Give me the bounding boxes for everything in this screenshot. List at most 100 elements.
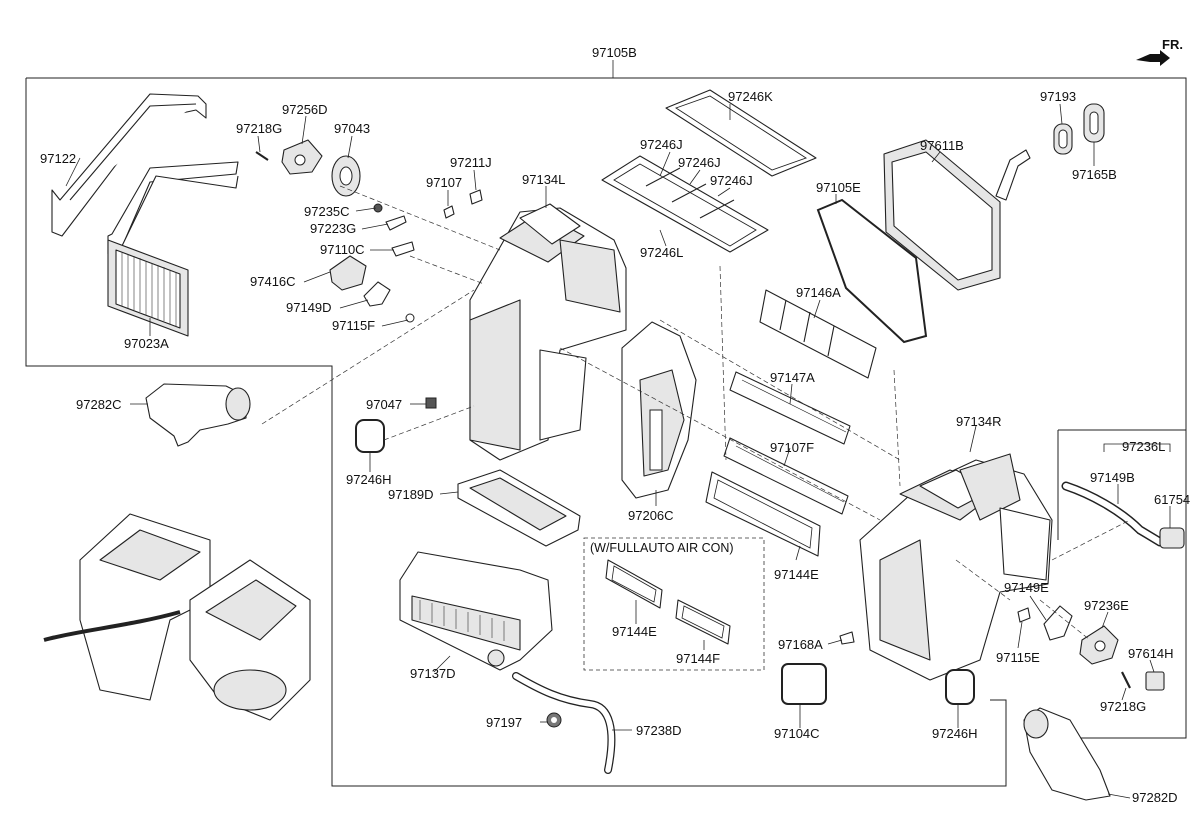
label-97122: 97122 bbox=[40, 151, 76, 166]
label-97134L: 97134L bbox=[522, 172, 565, 187]
label-97107F: 97107F bbox=[770, 440, 814, 455]
clip-97047 bbox=[425, 397, 437, 409]
label-97043: 97043 bbox=[334, 121, 370, 136]
door-97144E-right bbox=[705, 471, 821, 557]
label-97218G-bottom: 97218G bbox=[1100, 699, 1146, 714]
heater-core bbox=[107, 239, 189, 337]
door-97146A bbox=[759, 289, 877, 379]
label-97189D: 97189D bbox=[388, 487, 434, 502]
label-97168A: 97168A bbox=[778, 637, 823, 652]
label-97023A: 97023A bbox=[124, 336, 169, 351]
clip-97107 bbox=[443, 205, 455, 219]
label-97282D: 97282D bbox=[1132, 790, 1178, 805]
evaporator-97611B bbox=[883, 139, 1031, 291]
label-97218G-top: 97218G bbox=[236, 121, 282, 136]
label-97235C: 97235C bbox=[304, 204, 350, 219]
fullauto-group-box bbox=[583, 537, 765, 671]
actuator-97256D bbox=[281, 139, 323, 175]
label-97611B: 97611B bbox=[920, 138, 964, 153]
front-arrow-icon bbox=[1136, 50, 1170, 66]
label-97206C: 97206C bbox=[628, 508, 674, 523]
tray-97189D bbox=[457, 469, 581, 547]
motor-97043 bbox=[331, 155, 361, 197]
seal-97246H-left bbox=[355, 419, 385, 453]
seal-97246H-right bbox=[945, 669, 975, 705]
separator-97206C bbox=[621, 321, 697, 499]
label-97211J: 97211J bbox=[450, 155, 492, 170]
case-right-97134R bbox=[859, 453, 1053, 681]
seal-97104C bbox=[781, 663, 827, 705]
label-97137D: 97137D bbox=[410, 666, 456, 681]
screw-97218G-bottom bbox=[1121, 671, 1131, 689]
label-97246K: 97246K bbox=[728, 89, 773, 104]
label-97246H-left: 97246H bbox=[346, 472, 392, 487]
label-97246L: 97246L bbox=[640, 245, 683, 260]
clip-97211J bbox=[469, 189, 483, 205]
label-97236L: 97236L bbox=[1122, 439, 1165, 454]
label-97246J-a: 97246J bbox=[640, 137, 683, 152]
label-97614H: 97614H bbox=[1128, 646, 1174, 661]
filter-97246L bbox=[601, 155, 769, 253]
case-left-97134L bbox=[469, 203, 627, 461]
label-97134R: 97134R bbox=[956, 414, 1002, 429]
sensor-97614H bbox=[1145, 671, 1165, 691]
assembly-dash-lines bbox=[261, 185, 1131, 641]
label-97238D: 97238D bbox=[636, 723, 682, 738]
label-97110C: 97110C bbox=[320, 242, 365, 257]
leader-lines bbox=[65, 103, 1171, 799]
label-97146A: 97146A bbox=[796, 285, 841, 300]
label-97144E-right: 97144E bbox=[774, 567, 819, 582]
installed-hvac-unit bbox=[43, 513, 311, 721]
label-97105B: 97105B bbox=[592, 45, 637, 60]
label-97246H-right: 97246H bbox=[932, 726, 978, 741]
drain-hose-97238D bbox=[512, 672, 616, 774]
label-97197: 97197 bbox=[486, 715, 522, 730]
label-97147A: 97147A bbox=[770, 370, 815, 385]
link-97110C bbox=[391, 241, 415, 257]
duct-97282D bbox=[1023, 707, 1111, 801]
label-97416C: 97416C bbox=[250, 274, 296, 289]
label-97144F-box: 97144F bbox=[676, 651, 720, 666]
filter-97246K bbox=[665, 89, 817, 177]
label-97105E: 97105E bbox=[816, 180, 861, 195]
link-97223G bbox=[385, 215, 407, 231]
arm-97149E bbox=[1043, 605, 1073, 641]
label-97144E-box: 97144E bbox=[612, 624, 657, 639]
gasket-97165B bbox=[1083, 103, 1105, 143]
screw-97218G-top bbox=[255, 151, 269, 161]
pipe-97149B bbox=[1061, 481, 1165, 547]
heater-pipe-assembly bbox=[51, 93, 239, 257]
label-97149B: 97149B bbox=[1090, 470, 1135, 485]
arm-97149D bbox=[363, 281, 391, 307]
label-97149D: 97149D bbox=[286, 300, 332, 315]
door-97144E-box bbox=[605, 559, 663, 609]
label-97165B: 97165B bbox=[1072, 167, 1117, 182]
actuator-97416C bbox=[329, 255, 367, 291]
lower-case-97137D bbox=[399, 551, 553, 671]
label-97236E: 97236E bbox=[1084, 598, 1129, 613]
duct-97282C bbox=[145, 383, 251, 447]
front-label: FR. bbox=[1162, 37, 1183, 52]
clamp-97197 bbox=[546, 712, 562, 728]
label-97193: 97193 bbox=[1040, 89, 1076, 104]
part-labels: FR. 97105B 97122 97218G 97256D 97043 972… bbox=[40, 37, 1190, 805]
clip-97115F bbox=[405, 313, 415, 323]
label-97256D: 97256D bbox=[282, 102, 328, 117]
valve-61754 bbox=[1159, 527, 1185, 549]
label-97107: 97107 bbox=[426, 175, 462, 190]
actuator-97236E bbox=[1079, 625, 1119, 665]
label-97104C: 97104C bbox=[774, 726, 820, 741]
assembly-boundary bbox=[25, 60, 1187, 787]
door-97144F-box bbox=[675, 599, 731, 645]
gasket-97193 bbox=[1053, 123, 1073, 155]
label-97246J-c: 97246J bbox=[710, 173, 753, 188]
label-97282C: 97282C bbox=[76, 397, 122, 412]
clip-97168A bbox=[839, 631, 855, 645]
label-61754: 61754 bbox=[1154, 492, 1190, 507]
label-fullauto-group: (W/FULLAUTO AIR CON) bbox=[590, 541, 734, 555]
label-97115E: 97115E bbox=[996, 650, 1040, 665]
label-97047: 97047 bbox=[366, 397, 402, 412]
clip-97115E bbox=[1017, 607, 1031, 623]
label-97223G: 97223G bbox=[310, 221, 356, 236]
